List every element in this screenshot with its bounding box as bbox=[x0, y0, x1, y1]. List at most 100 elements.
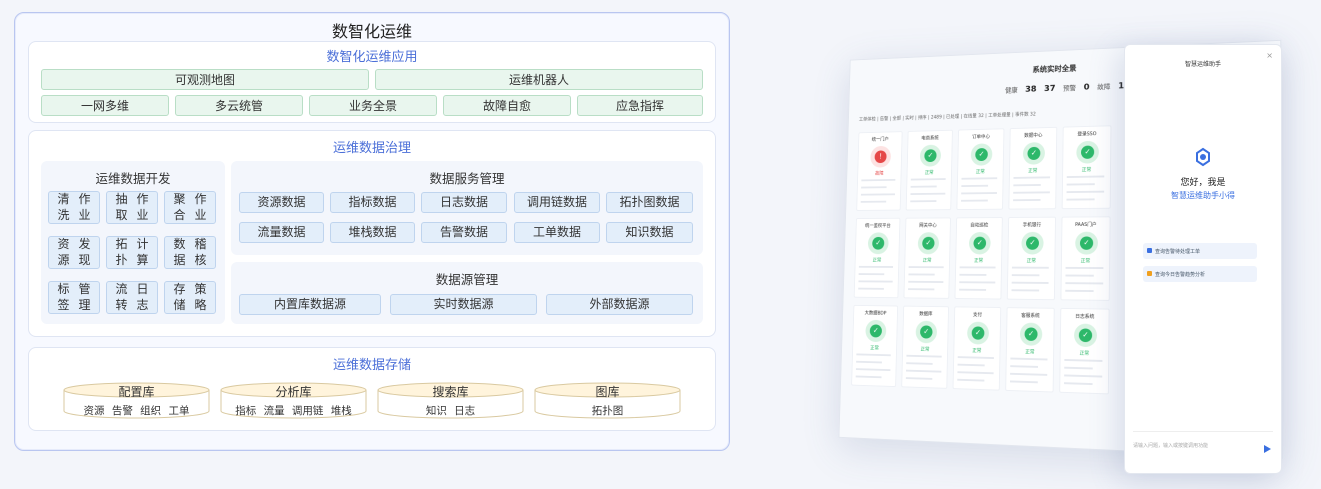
source-item: 外部数据源 bbox=[546, 294, 693, 315]
system-card[interactable]: PAAS门户✓正常 bbox=[1060, 216, 1111, 301]
data-dev-title: 运维数据开发 bbox=[95, 171, 171, 186]
detail-line bbox=[861, 186, 887, 189]
status-alarm-label: 故障 bbox=[1097, 83, 1111, 92]
doc-icon bbox=[1147, 271, 1152, 276]
cylinder-icon bbox=[220, 382, 367, 419]
service-item: 指标数据 bbox=[330, 192, 415, 213]
system-card[interactable]: 订单中心✓正常 bbox=[956, 128, 1005, 211]
detail-line bbox=[908, 273, 935, 276]
detail-line bbox=[1066, 198, 1095, 201]
detail-line bbox=[1064, 374, 1103, 378]
system-card-status: 正常 bbox=[1079, 350, 1090, 357]
data-source-panel: 数据源管理 内置库数据源 实时数据源 外部数据源 bbox=[231, 262, 703, 324]
system-card[interactable]: 数据库✓正常 bbox=[901, 305, 950, 389]
detail-line bbox=[858, 280, 893, 283]
dev-item: 清洗作业 bbox=[48, 191, 100, 224]
suggestion-item[interactable]: 查询告警待处理工单 bbox=[1143, 243, 1257, 259]
detail-line bbox=[1013, 191, 1050, 194]
filter-bar[interactable]: 工单体检 | 告警 | 全部 | 实时 | 排序 | 2489 | 已处理 | … bbox=[858, 111, 1036, 123]
system-card-status: 正常 bbox=[870, 345, 879, 352]
system-card-status: 正常 bbox=[924, 170, 934, 176]
detail-line bbox=[1011, 281, 1049, 284]
system-card-name: 手机银行 bbox=[1022, 222, 1042, 229]
send-icon[interactable] bbox=[1264, 445, 1271, 453]
database-items: 资源 告警 组织 工单 bbox=[83, 405, 190, 417]
assistant-panel: 智慧运维助手 × 您好，我是 智慧运维助手小得 查询告警待处理工单 查询今日告警… bbox=[1124, 44, 1282, 474]
database-name: 分析库 bbox=[275, 385, 312, 399]
storage-title: 运维数据存储 bbox=[332, 358, 411, 373]
system-card[interactable]: 自动巡检✓正常 bbox=[954, 217, 1003, 300]
system-card[interactable]: 统一门户!故障 bbox=[856, 131, 903, 211]
system-card-name: 客服系统 bbox=[1021, 313, 1040, 320]
detail-line bbox=[858, 273, 885, 276]
system-card[interactable]: 网关中心✓正常 bbox=[903, 217, 951, 299]
system-card-name: 订单中心 bbox=[972, 134, 990, 141]
system-card[interactable]: 数据中心✓正常 bbox=[1008, 126, 1058, 210]
system-card-grid: 统一门户!故障电商系统✓正常订单中心✓正常数据中心✓正常登录SSO✓正常统一鉴权… bbox=[851, 124, 1156, 395]
system-card[interactable]: 日志系统✓正常 bbox=[1059, 307, 1110, 395]
system-card-name: 登录SSO bbox=[1077, 131, 1097, 138]
app-emergency: 应急指挥 bbox=[577, 95, 703, 116]
database-name: 搜索库 bbox=[432, 385, 469, 399]
system-card-name: 统一鉴权平台 bbox=[865, 223, 891, 229]
close-icon[interactable]: × bbox=[1266, 51, 1273, 60]
status-summary: 健康 38 37 预警 0 故障 1 bbox=[1005, 82, 1124, 96]
detail-line bbox=[1010, 365, 1039, 368]
system-card-status: 正常 bbox=[920, 346, 930, 353]
system-card-status: 正常 bbox=[975, 169, 985, 175]
doc-icon bbox=[1147, 248, 1152, 253]
service-item: 流量数据 bbox=[239, 222, 324, 243]
service-item: 日志数据 bbox=[421, 192, 507, 213]
detail-line bbox=[959, 281, 996, 284]
status-normal-count: 38 bbox=[1025, 84, 1037, 95]
detail-line bbox=[1013, 198, 1041, 202]
system-card[interactable]: 手机银行✓正常 bbox=[1006, 216, 1056, 301]
database-items: 拓扑图 bbox=[591, 405, 624, 417]
app-observability-map: 可观测地图 bbox=[41, 69, 369, 90]
system-card[interactable]: 客服系统✓正常 bbox=[1005, 307, 1055, 393]
system-card[interactable]: 统一鉴权平台✓正常 bbox=[853, 217, 901, 299]
detail-line bbox=[1010, 357, 1048, 361]
system-card[interactable]: 大数据BDP✓正常 bbox=[851, 304, 899, 388]
service-item: 堆栈数据 bbox=[330, 222, 415, 243]
service-item: 资源数据 bbox=[239, 192, 324, 213]
system-card-status: 正常 bbox=[1081, 167, 1092, 174]
storage-layer: 运维数据存储 配置库 资源 告警 组织 工单 分析库 指标 流量 调用链 堆栈 … bbox=[28, 347, 716, 431]
status-ok-count: 37 bbox=[1043, 84, 1056, 94]
database-config: 配置库 资源 告警 组织 工单 bbox=[63, 382, 210, 420]
detail-line bbox=[856, 360, 882, 364]
system-card-status: 正常 bbox=[872, 257, 882, 264]
system-card-name: PAAS门户 bbox=[1075, 222, 1097, 228]
system-card-status: 正常 bbox=[1028, 168, 1038, 174]
system-card[interactable]: 电商系统✓正常 bbox=[905, 129, 953, 211]
detail-line bbox=[961, 184, 989, 188]
detail-line bbox=[1011, 274, 1040, 277]
system-card-name: 大数据BDP bbox=[864, 310, 887, 317]
detail-line bbox=[858, 265, 894, 268]
system-card-name: 日志系统 bbox=[1075, 313, 1095, 321]
check-icon: ✓ bbox=[1079, 236, 1094, 250]
detail-line bbox=[908, 288, 935, 291]
detail-line bbox=[1064, 382, 1093, 386]
detail-line bbox=[906, 354, 942, 358]
detail-line bbox=[959, 273, 987, 276]
architecture-diagram: 数智化运维 数智化运维应用 可观测地图 运维机器人 一网多维 多云统管 业务全景… bbox=[14, 12, 730, 451]
suggestion-item[interactable]: 查询今日告警趋势分析 bbox=[1143, 266, 1257, 282]
assistant-input[interactable]: 请输入问题，输入或按键调用功能 bbox=[1133, 431, 1273, 459]
database-items: 知识 日志 bbox=[425, 405, 476, 417]
system-card-status: 故障 bbox=[874, 171, 884, 177]
system-card[interactable]: 支付✓正常 bbox=[952, 306, 1002, 391]
diagram-title: 数智化运维 bbox=[331, 22, 412, 41]
detail-line bbox=[855, 368, 891, 372]
source-item: 实时数据源 bbox=[390, 294, 537, 315]
detail-line bbox=[860, 193, 895, 196]
detail-line bbox=[1065, 289, 1094, 293]
system-card-name: 支付 bbox=[972, 312, 983, 319]
detail-line bbox=[959, 288, 987, 291]
dev-item: 标签管理 bbox=[48, 281, 100, 314]
system-card[interactable]: 登录SSO✓正常 bbox=[1061, 125, 1112, 210]
dev-item: 数据稽核 bbox=[164, 236, 216, 269]
app-layer-title: 数智化运维应用 bbox=[326, 50, 418, 65]
app-one-net: 一网多维 bbox=[41, 95, 169, 116]
system-card-status: 正常 bbox=[972, 348, 982, 354]
